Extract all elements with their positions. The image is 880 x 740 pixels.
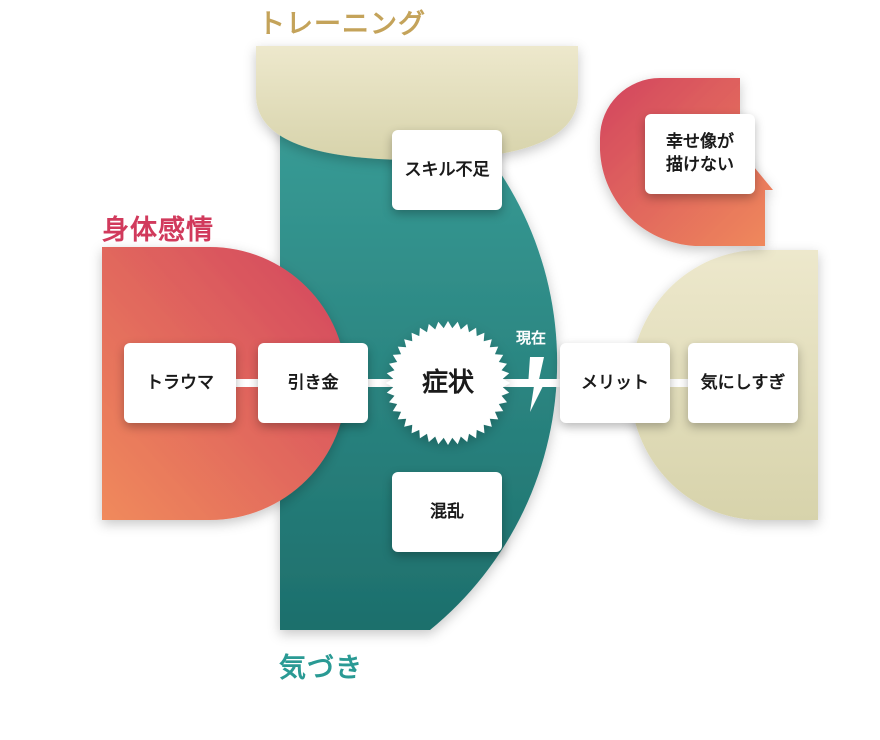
body-emotion-label: 身体感情: [102, 215, 214, 246]
confusion-node[interactable]: 混乱: [392, 472, 502, 552]
skill-shortage-node[interactable]: スキル不足: [392, 130, 502, 210]
trauma-node[interactable]: トラウマ: [124, 343, 236, 423]
present-label: 現在: [516, 329, 547, 347]
trigger-node[interactable]: 引き金: [258, 343, 368, 423]
training-label: トレーニング: [258, 9, 426, 40]
symptom-label[interactable]: 症状: [421, 368, 474, 398]
happiness-node[interactable]: 幸せ像が 描けない: [645, 114, 755, 194]
happiness-line-2: 描けない: [666, 155, 734, 175]
symptom-burst: [386, 321, 510, 445]
connector-line-left: [230, 379, 270, 387]
present-marker: [528, 357, 544, 412]
worry-node[interactable]: 気にしすぎ: [688, 343, 798, 423]
happiness-line-1: 幸せ像が: [666, 132, 734, 153]
merit-node[interactable]: メリット: [560, 343, 670, 423]
connector-line-right: [668, 379, 692, 387]
awareness-label: 気づき: [279, 653, 363, 684]
